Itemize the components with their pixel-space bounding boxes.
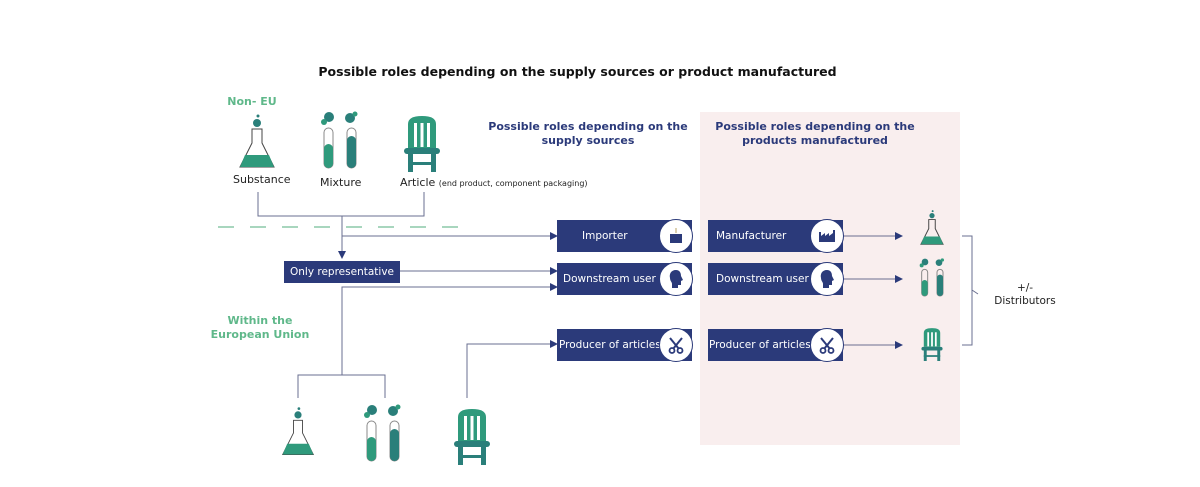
mixture-tubes-icon xyxy=(320,110,362,176)
distributors-label: +/- Distributors xyxy=(985,282,1065,308)
eu-items-bracket xyxy=(297,374,386,398)
eu-mixture-tubes-icon xyxy=(363,403,405,469)
supply-sources-heading: Possible roles depending on the supply s… xyxy=(478,120,698,148)
substance-label: Substance xyxy=(233,173,291,186)
importer-icon xyxy=(659,219,693,253)
manufacturer-label: Manufacturer xyxy=(716,230,787,242)
output-article-chair-icon xyxy=(920,327,944,365)
distributors-plus-minus: +/- xyxy=(1016,282,1034,294)
downstream-user-product-label: Downstream user xyxy=(716,273,809,285)
head-icon xyxy=(659,262,693,296)
article-chair-icon xyxy=(402,114,442,176)
eu-article-to-producer-arrow xyxy=(466,340,558,398)
article-label-text: Article xyxy=(400,176,436,189)
manufacturer-role-box: Manufacturer xyxy=(708,219,844,253)
eu-article-chair-icon xyxy=(452,406,492,470)
scissors-icon xyxy=(810,328,844,362)
head-icon xyxy=(810,262,844,296)
products-manufactured-heading: Possible roles depending on the products… xyxy=(700,120,930,148)
supply-heading-line1: Possible roles depending on the xyxy=(488,120,688,133)
producer-of-articles-supply-box: Producer of articles xyxy=(557,328,693,362)
eu-substance-flask-icon xyxy=(280,403,316,465)
importer-role-box: Importer xyxy=(557,219,693,253)
within-eu-line1: Within the xyxy=(227,314,293,327)
producer-of-articles-product-label: Producer of articles xyxy=(709,339,811,351)
non-eu-label: Non- EU xyxy=(227,95,277,108)
eu-to-downstream-arrow xyxy=(341,283,558,375)
output-mixture-tubes-icon xyxy=(919,257,947,303)
non-eu-items-bracket xyxy=(257,192,425,217)
downstream-user-supply-label: Downstream user xyxy=(563,273,656,285)
products-heading-line1: Possible roles depending on the xyxy=(715,120,915,133)
downstream-user-supply-box: Downstream user xyxy=(557,262,693,296)
diagram-title: Possible roles depending on the supply s… xyxy=(318,64,837,79)
article-label: Article (end product, component packagin… xyxy=(400,176,588,189)
output-substance-flask-icon xyxy=(919,209,945,251)
within-eu-label: Within the European Union xyxy=(205,314,315,342)
supply-heading-line2: supply sources xyxy=(541,134,635,147)
distributors-text: Distributors xyxy=(994,295,1056,307)
scissors-icon xyxy=(659,328,693,362)
importer-label: Importer xyxy=(582,230,628,242)
producer-of-articles-supply-label: Producer of articles xyxy=(559,339,661,351)
producer-of-articles-product-box: Producer of articles xyxy=(708,328,844,362)
products-heading-line2: products manufactured xyxy=(742,134,888,147)
distributors-bracket xyxy=(962,235,979,346)
factory-icon xyxy=(810,219,844,253)
downstream-user-product-box: Downstream user xyxy=(708,262,844,296)
mixture-label: Mixture xyxy=(320,176,362,189)
only-representative-box: Only representative xyxy=(284,261,400,283)
substance-flask-icon xyxy=(237,113,277,175)
within-eu-line2: European Union xyxy=(210,328,310,341)
article-note: (end product, component packaging) xyxy=(438,179,588,188)
